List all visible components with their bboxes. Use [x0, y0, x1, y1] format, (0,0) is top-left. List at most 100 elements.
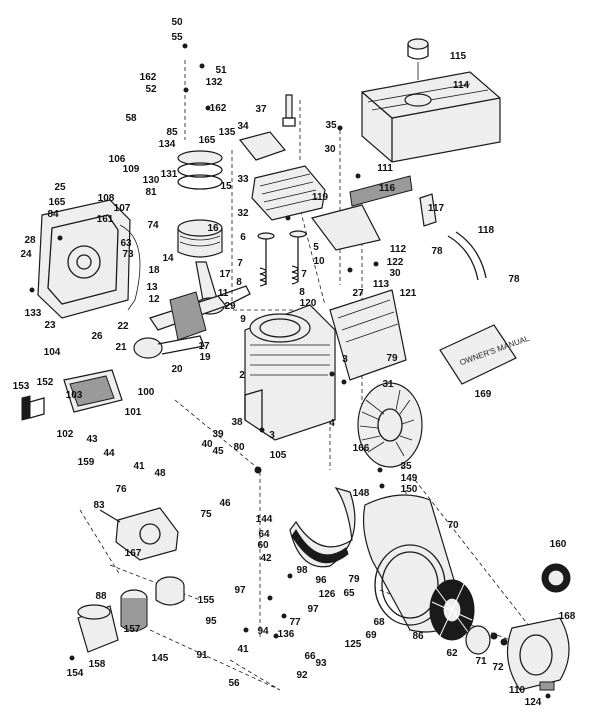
callout: 108	[97, 193, 115, 204]
callout: 71	[475, 656, 487, 667]
callout: 149	[400, 473, 418, 484]
callout: 7	[301, 269, 307, 280]
callout: 35	[325, 120, 337, 131]
callout: 114	[452, 80, 470, 91]
fuel-cap	[407, 38, 429, 80]
callout: 104	[43, 347, 61, 358]
air-cleaner-housing	[63, 369, 123, 413]
callout: 52	[145, 84, 157, 95]
muffler-parts	[77, 576, 185, 653]
callout: 124	[524, 697, 542, 708]
callout: 101	[124, 407, 142, 418]
callout: 154	[66, 668, 84, 679]
callout: 69	[365, 630, 377, 641]
callout: 74	[147, 220, 159, 231]
fuel-line-edge	[455, 231, 487, 279]
callout: 42	[260, 553, 272, 564]
bracket	[21, 395, 45, 421]
carburetor	[99, 507, 179, 561]
callout: 133	[24, 308, 42, 319]
callout: 132	[205, 77, 223, 88]
callout: 113	[372, 279, 390, 290]
callout: 3	[342, 354, 348, 365]
callout: 103	[65, 390, 83, 401]
callout: 93	[315, 658, 327, 669]
callout: 40	[201, 439, 213, 450]
callout: 38	[231, 417, 243, 428]
callout: 79	[386, 353, 398, 364]
callout: 32	[237, 208, 249, 219]
callout: 97	[234, 585, 246, 596]
callout: 7	[237, 258, 243, 269]
callout: 43	[86, 434, 98, 445]
callout: 80	[233, 442, 245, 453]
callout: 77	[289, 617, 301, 628]
callout: 21	[115, 342, 127, 353]
callout: 111	[377, 163, 393, 174]
callout: 130	[142, 175, 160, 186]
callout: 8	[236, 277, 242, 288]
callout: 165	[198, 135, 216, 146]
callout: 72	[492, 662, 504, 673]
callout: 148	[352, 488, 370, 499]
callout: 150	[400, 484, 418, 495]
callout: 83	[93, 500, 105, 511]
callout: 23	[44, 320, 56, 331]
callout: 30	[389, 268, 401, 279]
crankshaft	[149, 285, 251, 341]
callout: 6	[240, 232, 246, 243]
callout: 16	[207, 223, 219, 234]
callout: 92	[296, 670, 308, 681]
control-bracket	[310, 175, 413, 251]
callout: 28	[24, 235, 36, 246]
callout: 41	[133, 461, 145, 472]
callout: 85	[166, 127, 178, 138]
callout: 100	[137, 387, 155, 398]
spark-plug	[282, 94, 296, 127]
callout: 78	[431, 246, 443, 257]
callout: 115	[449, 51, 467, 62]
callout: 107	[113, 203, 131, 214]
callout: 9	[240, 314, 246, 325]
callout: 17	[219, 269, 231, 280]
callout: 167	[124, 548, 142, 559]
callout: 56	[228, 678, 240, 689]
callout: 126	[318, 589, 336, 600]
callout: 46	[219, 498, 231, 509]
callout: 168	[558, 611, 576, 622]
callout: 102	[56, 429, 74, 440]
callout: 25	[54, 182, 66, 193]
callout: 159	[77, 457, 95, 468]
callout: 41	[237, 644, 249, 655]
valves-and-springs	[257, 230, 307, 287]
callout: 105	[269, 450, 287, 461]
callout: 110	[508, 685, 526, 696]
fuel-line	[447, 235, 479, 281]
callout: 160	[549, 539, 567, 550]
callout: 48	[154, 468, 166, 479]
callout: 70	[447, 520, 459, 531]
callout: 18	[148, 265, 160, 276]
callout: 63	[120, 238, 132, 249]
fasteners	[29, 43, 551, 699]
callout: 78	[508, 274, 520, 285]
callout: 161	[96, 214, 114, 225]
callout: 120	[299, 298, 317, 309]
callout: 97	[307, 604, 319, 615]
callout: 29	[224, 301, 236, 312]
callout: 17	[198, 341, 210, 352]
callout: 152	[36, 377, 54, 388]
callout: 84	[47, 209, 59, 220]
callout: 51	[215, 65, 227, 76]
callout: 112	[389, 244, 407, 255]
flywheel	[357, 382, 423, 468]
camshaft-gear	[133, 335, 205, 359]
callout: 64	[258, 529, 270, 540]
starter-cup	[541, 563, 571, 593]
callout: 11	[217, 288, 229, 299]
callout: 136	[277, 629, 295, 640]
callout: 119	[311, 192, 329, 203]
callout: 134	[158, 139, 176, 150]
callout: 95	[205, 616, 217, 627]
